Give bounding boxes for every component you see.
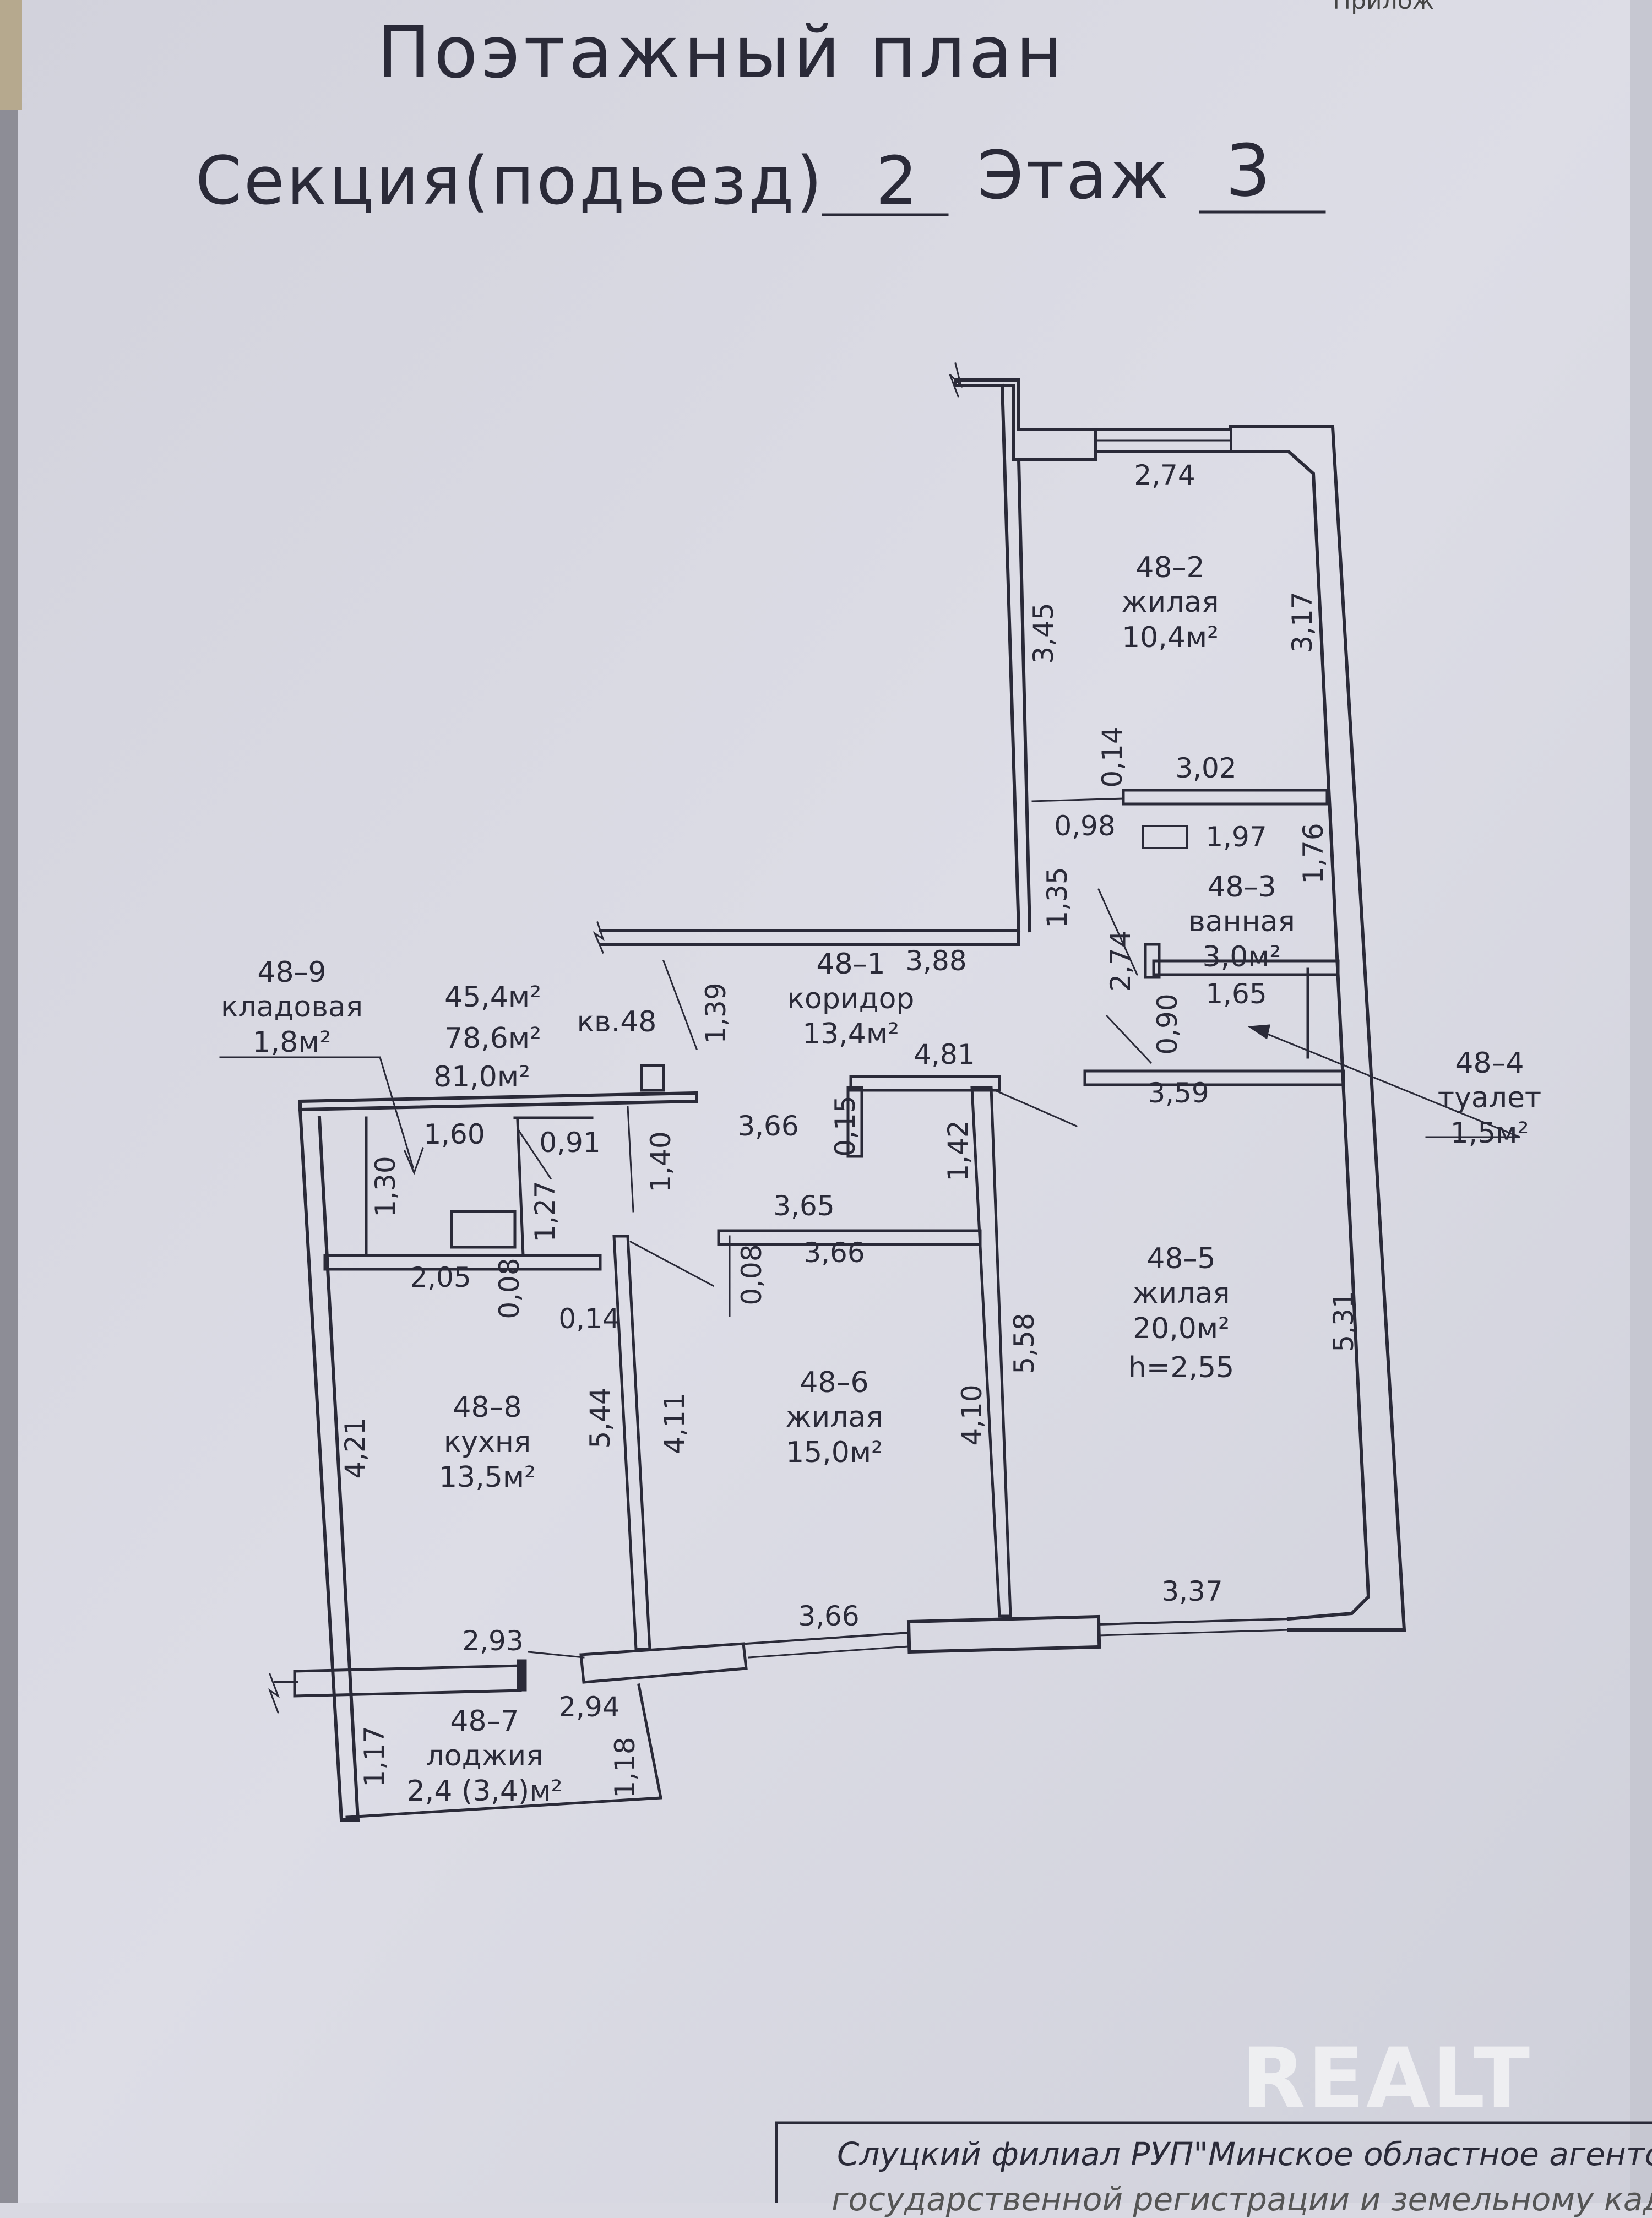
room-area: 10,4м² [1122, 621, 1219, 654]
dim-label-vertical: 4,11 [659, 1393, 691, 1454]
dim-label: 0,98 [1054, 810, 1116, 842]
dim-label: 3,37 [1161, 1575, 1223, 1607]
area-total-with-loggia: 81,0м² [433, 1061, 530, 1094]
dim-label: 2,74 [1134, 459, 1195, 491]
footer-line-1: Слуцкий филиал РУП"Минское областное аге… [837, 2135, 1652, 2173]
room-48-9: 48–9 кладовая 1,8м² [221, 955, 363, 1060]
room-id: 48–5 [1146, 1242, 1216, 1275]
room-area: 3,0м² [1202, 940, 1281, 974]
apartment-number: кв.48 [577, 1005, 657, 1039]
room-48-2: 48–2 жилая 10,4м² [1121, 551, 1219, 655]
dim-label: 2,93 [462, 1625, 524, 1657]
dim-label-vertical: 1,18 [609, 1737, 641, 1798]
dim-label-vertical: 4,21 [339, 1417, 371, 1479]
outer-walls [274, 378, 1406, 1822]
room-id: 48–4 [1455, 1047, 1524, 1080]
dim-label: 3,66 [737, 1110, 799, 1142]
room-id: 48–2 [1135, 551, 1205, 584]
dim-label: 3,88 [905, 945, 967, 977]
room-name: жилая [785, 1401, 883, 1434]
corner-text: Прилож [1333, 0, 1434, 15]
footer-line-2: государственной регистрации и земельному… [832, 2181, 1652, 2218]
room-name: туалет [1437, 1081, 1542, 1115]
dim-label-vertical: 1,30 [369, 1156, 401, 1217]
dim-label-vertical: 1,17 [358, 1726, 390, 1787]
room-48-7: 48–7 лоджия 2,4 (3,4)м² [407, 1704, 563, 1809]
dim-label-vertical: 2,74 [1105, 930, 1137, 992]
room-id: 48–6 [800, 1366, 869, 1399]
room-id: 48–1 [816, 948, 885, 981]
room-48-5: 48–5 жилая 20,0м² h=2,55 [1128, 1242, 1234, 1386]
dim-label-vertical: 5,58 [1008, 1313, 1040, 1374]
room-area: 2,4 (3,4)м² [406, 1774, 563, 1808]
dim-label: 2,94 [558, 1691, 620, 1723]
interior-walls [323, 789, 1345, 1651]
dim-label-vertical: 3,17 [1286, 591, 1318, 653]
dim-label-vertical: 0,90 [1151, 993, 1183, 1055]
area-living: 45,4м² [444, 981, 541, 1014]
room-48-6: 48–6 жилая 15,0м² [785, 1366, 883, 1470]
dim-label: 2,05 [410, 1262, 471, 1293]
room-48-8: 48–8 кухня 13,5м² [439, 1390, 536, 1495]
dim-label: 0,14 [558, 1303, 620, 1335]
dim-label-vertical: 0,08 [493, 1258, 525, 1319]
room-id: 48–9 [257, 956, 327, 989]
floor-label: Этаж [977, 138, 1171, 214]
page-title: Поэтажный план [377, 10, 1066, 94]
dim-label-vertical: 0,15 [829, 1095, 861, 1157]
dim-label: 1,65 [1205, 978, 1267, 1010]
room-area: 13,4м² [802, 1017, 899, 1051]
dim-label-vertical: 5,31 [1328, 1291, 1360, 1352]
dim-label-vertical: 1,42 [942, 1120, 974, 1182]
room-id: 48–8 [453, 1391, 522, 1424]
room-name: жилая [1132, 1277, 1230, 1311]
room-id: 48–3 [1207, 871, 1276, 904]
room-name: кладовая [220, 991, 363, 1024]
room-48-3: 48–3 ванная 3,0м² [1188, 870, 1295, 975]
dim-label-vertical: 1,40 [645, 1131, 677, 1193]
dim-label: 3,02 [1175, 752, 1237, 784]
dim-label-vertical: 1,39 [700, 982, 732, 1044]
dim-label: 3,59 [1148, 1077, 1209, 1109]
dim-label-vertical: 0,08 [736, 1244, 768, 1306]
dim-label-vertical: 5,44 [584, 1387, 616, 1449]
book-binding [0, 0, 18, 2203]
dim-label: 3,65 [773, 1190, 835, 1222]
area-total: 78,6м² [444, 1022, 541, 1055]
dim-label-vertical: 1,76 [1297, 823, 1329, 884]
dim-label: 4,81 [914, 1039, 975, 1070]
section-value: 2 [876, 143, 918, 220]
room-area: 20,0м² [1133, 1312, 1230, 1345]
room-height: h=2,55 [1128, 1351, 1235, 1385]
room-name: лоджия [426, 1739, 544, 1773]
room-id: 48–7 [450, 1705, 519, 1738]
dim-label: 3,66 [803, 1237, 865, 1269]
room-name: кухня [443, 1426, 531, 1459]
section-label: Секция(подьезд) [195, 143, 824, 220]
room-area: 13,5м² [439, 1460, 536, 1494]
room-48-1: 48–1 коридор 13,4м² [787, 947, 915, 1052]
watermark-logo: REALT [1242, 2031, 1533, 2127]
dim-label-vertical: 0,14 [1096, 726, 1128, 788]
dim-label: 1,97 [1205, 821, 1267, 853]
room-area: 1,8м² [252, 1025, 332, 1059]
dim-label-vertical: 1,35 [1041, 867, 1073, 928]
dim-label: 3,66 [798, 1600, 860, 1632]
dim-label-vertical: 3,45 [1028, 602, 1059, 664]
dim-label: 0,91 [539, 1127, 601, 1159]
dim-label-vertical: 1,27 [529, 1181, 561, 1242]
dim-label-vertical: 4,10 [956, 1384, 988, 1446]
floor-value: 3 [1225, 129, 1271, 213]
room-area: 1,5м² [1450, 1116, 1529, 1150]
dim-label: 1,60 [423, 1118, 485, 1150]
room-name: коридор [787, 982, 915, 1016]
room-48-4: 48–4 туалет 1,5м² [1438, 1046, 1541, 1151]
room-name: жилая [1121, 586, 1219, 619]
room-name: ванная [1188, 905, 1295, 939]
room-area: 15,0м² [786, 1436, 883, 1469]
